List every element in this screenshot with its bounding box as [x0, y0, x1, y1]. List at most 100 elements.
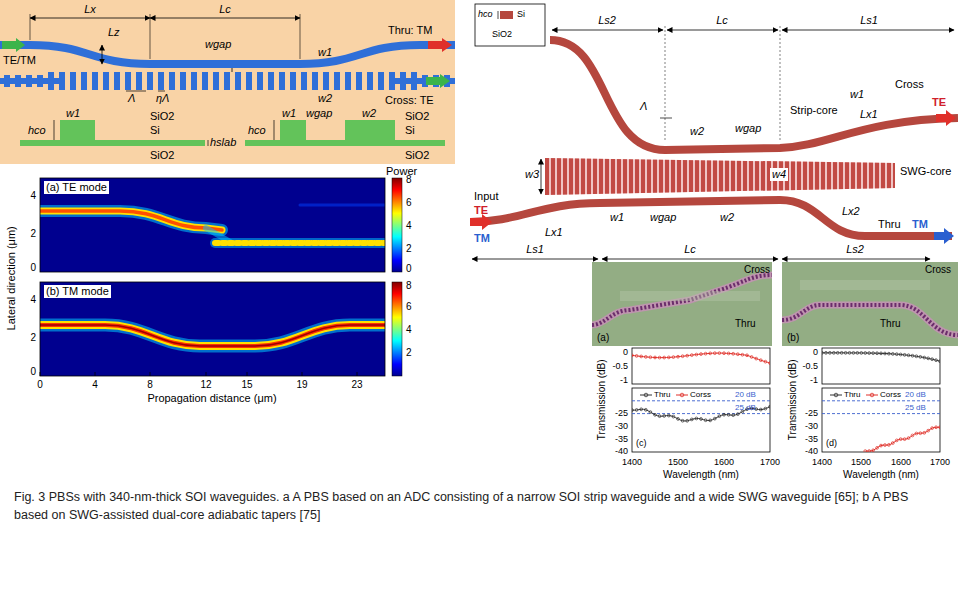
tick-label: 0: [37, 379, 43, 391]
tick-label: 0: [623, 347, 628, 357]
dimension-label: w1: [850, 88, 864, 101]
dimension-label: hslab: [210, 136, 236, 149]
tick-label: 23: [351, 379, 362, 391]
material-label: Si: [150, 124, 160, 137]
tick-label: 1500: [668, 457, 688, 467]
dimension-label: w1: [66, 107, 80, 120]
axis-title: Wavelength (nm): [663, 469, 739, 481]
dimension-label: w2: [362, 107, 376, 120]
panel-label: (c): [636, 438, 647, 448]
tick-label: 1500: [851, 457, 871, 467]
material-label: Si: [405, 124, 415, 137]
tick-label: -1: [810, 375, 818, 385]
mode-label: TE: [932, 96, 946, 109]
tick-label: 12: [200, 379, 211, 391]
panel-label: (d): [826, 438, 837, 448]
material-label: SiO2: [405, 110, 429, 123]
dimension-label: Ls1: [526, 243, 544, 256]
tick-label: 1400: [812, 457, 832, 467]
axis-title: Wavelength (nm): [843, 469, 919, 481]
tick-label: 8: [406, 174, 412, 186]
dimension-label: Lc: [716, 14, 728, 27]
simulation-images: [592, 262, 958, 346]
dimension-label: w2: [318, 92, 332, 105]
part-label: SWG-core: [900, 165, 951, 178]
tick-label: 19: [296, 379, 307, 391]
dimension-label: hco: [28, 124, 46, 137]
dimension-label: Ls1: [860, 14, 878, 27]
tick-label: 1700: [760, 457, 780, 467]
tick-label: -25: [805, 408, 818, 418]
tick-label: 2: [406, 243, 412, 255]
dimension-label: Lc: [684, 243, 696, 256]
legend-sample: [830, 391, 842, 399]
port-label: Thru: [878, 218, 901, 231]
dimension-label: w1: [610, 211, 624, 224]
figure-caption: Fig. 3 PBSs with 340-nm-thick SOI wavegu…: [14, 488, 944, 524]
dimension-label: hco: [248, 124, 266, 137]
tick-label: 4: [92, 379, 98, 391]
port-label: Input: [474, 190, 498, 203]
tick-label: -25: [615, 408, 628, 418]
dimension-label: w4: [770, 168, 788, 181]
legend-sample: [866, 391, 878, 399]
legend-label: Thru: [844, 390, 860, 399]
tick-label: 4: [406, 324, 412, 336]
dimension-label: Ls2: [846, 243, 864, 256]
tick-label: 1600: [714, 457, 734, 467]
dimension-label: w1: [282, 107, 296, 120]
dimension-label: wgap: [650, 211, 676, 224]
dimension-label: w3: [525, 168, 539, 181]
dimension-label: Λ: [128, 92, 135, 105]
mode-label: TM: [912, 218, 928, 231]
tick-label: 0: [813, 347, 818, 357]
port-label: Thru: [880, 318, 901, 330]
port-label: TE/TM: [3, 54, 36, 67]
tick-label: 0: [30, 366, 36, 378]
dimension-label: Lx2: [842, 205, 860, 218]
dimension-label: Lc: [219, 3, 231, 16]
panel-label: (a) TE mode: [44, 181, 109, 194]
tick-label: 4: [30, 294, 36, 306]
threshold-label: 25 dB: [735, 403, 756, 412]
legend-sample: [640, 391, 652, 399]
panel-label: (a): [597, 332, 609, 344]
dimension-label: Λ: [640, 100, 647, 113]
threshold-label: 25 dB: [905, 403, 926, 412]
field-plots: [40, 178, 402, 376]
material-label: SiO2: [150, 110, 174, 123]
tick-label: -1: [620, 375, 628, 385]
legend-label: Corss: [880, 390, 901, 399]
tick-label: 0: [30, 262, 36, 274]
tick-label: 8: [147, 379, 153, 391]
tick-label: 2: [30, 332, 36, 344]
tick-label: -35: [615, 434, 628, 444]
legend-label: Thru: [654, 390, 670, 399]
tick-label: 2: [406, 347, 412, 359]
material-label: SiO2: [405, 149, 429, 162]
dimension-label: wgap: [306, 107, 332, 120]
axis-title: Transmission (dB): [595, 360, 607, 441]
dimension-label: wgap: [205, 38, 231, 51]
tick-label: 2: [30, 228, 36, 240]
tick-label: 0: [406, 263, 412, 275]
axis-title: Propagation distance (μm): [147, 392, 276, 405]
material-label: SiO2: [492, 29, 512, 39]
dimension-label: Lx: [84, 3, 96, 16]
dimension-label: w2: [720, 211, 734, 224]
tick-label: -0.5: [802, 361, 818, 371]
tick-label: 1600: [891, 457, 911, 467]
tick-label: -35: [805, 434, 818, 444]
tick-label: 6: [406, 301, 412, 313]
tick-label: -0.5: [612, 361, 628, 371]
port-label: Cross: [925, 264, 951, 276]
tick-label: -30: [805, 421, 818, 431]
dimension-label: w1: [318, 46, 332, 59]
material-label: SiO2: [150, 149, 174, 162]
axis-title: Lateral direction (μm): [5, 226, 18, 330]
transmission-charts: [631, 348, 942, 453]
tick-label: 8: [406, 280, 412, 292]
tick-label: -40: [805, 446, 818, 456]
